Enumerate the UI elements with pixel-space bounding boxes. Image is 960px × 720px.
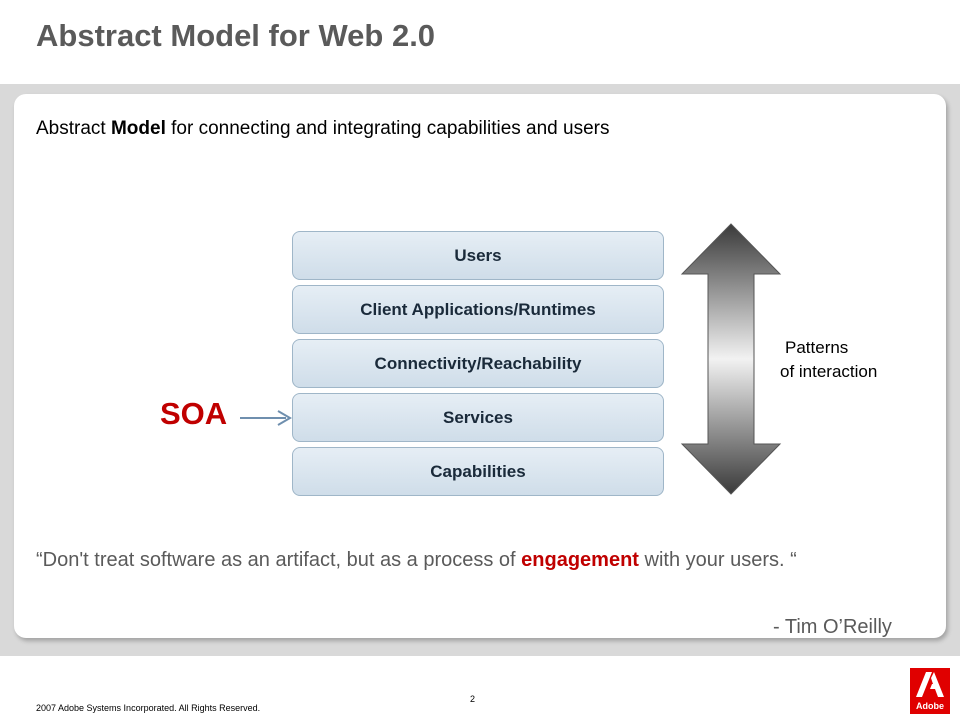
layer-client-applications: Client Applications/Runtimes [292,285,664,334]
patterns-label: Patterns [785,338,849,357]
double-headed-arrow-icon [680,223,782,495]
soa-pointer-arrow-icon [240,410,292,426]
footer-copyright: 2007 Adobe Systems Incorporated. All Rig… [36,703,261,713]
title-bar: Abstract Model for Web 2.0 [0,0,960,84]
quote-author: - Tim O’Reilly [773,616,892,638]
adobe-logo: Adobe [910,668,950,714]
subtitle-prefix: Abstract [36,118,111,139]
quote-highlight: engagement [521,549,639,571]
soa-label: SOA [160,396,228,431]
quote-text: “Don't treat software as an artifact, bu… [36,547,916,574]
layer-services: Services [292,393,664,442]
page-number: 2 [470,694,476,704]
adobe-a-icon [916,672,944,697]
subtitle-emphasis: Model [110,118,166,139]
of-interaction-label: of interaction [780,362,878,381]
subtitle-suffix: for connecting and integrating capabilit… [165,118,610,139]
adobe-logo-text: Adobe [916,701,944,711]
layer-connectivity: Connectivity/Reachability [292,339,664,388]
layer-users: Users [292,231,664,280]
slide-title: Abstract Model for Web 2.0 [36,18,436,53]
quote-close: with your users. “ [638,549,797,571]
quote-open: “Don't treat software as an artifact, bu… [36,549,522,571]
layer-capabilities: Capabilities [292,447,664,496]
slide-subtitle: Abstract Model for connecting and integr… [36,118,610,140]
